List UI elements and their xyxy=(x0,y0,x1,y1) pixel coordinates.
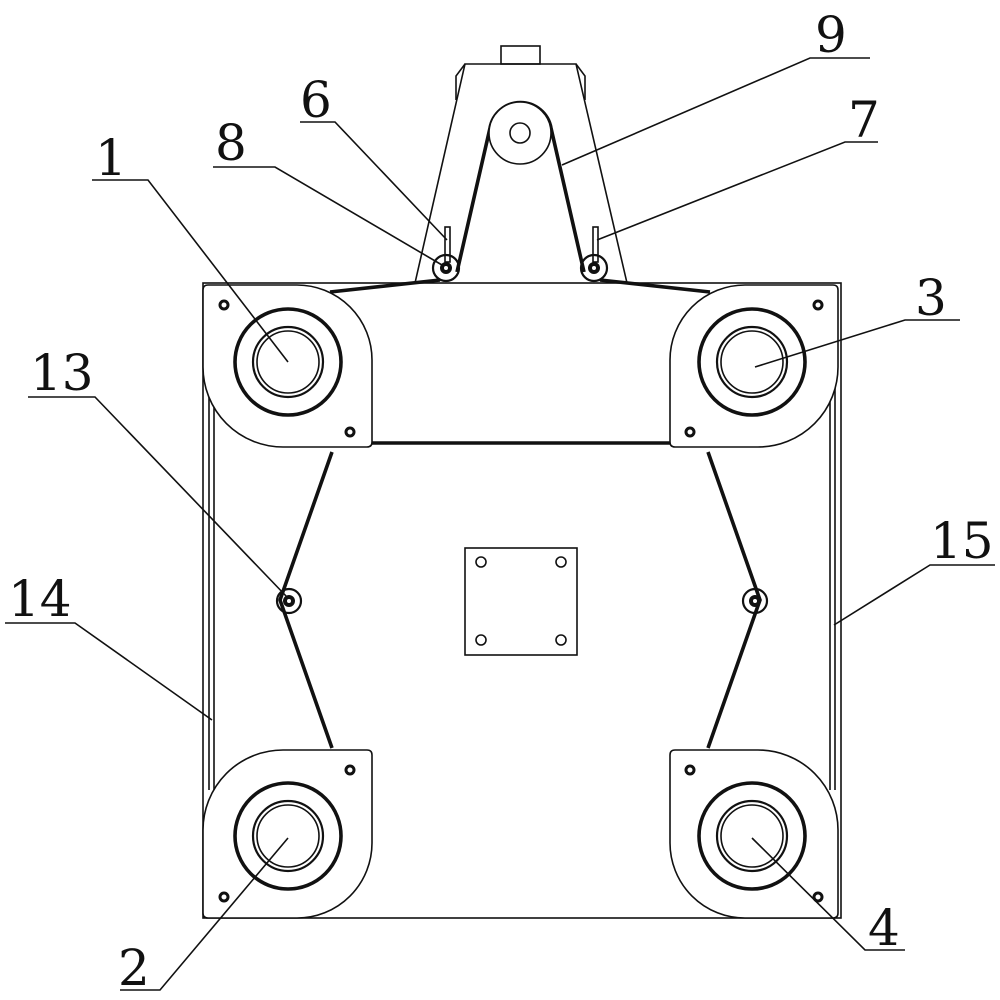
label-2: 2 xyxy=(118,939,150,997)
label-1: 1 xyxy=(95,129,127,187)
label-8: 8 xyxy=(215,114,247,172)
reel-module-2 xyxy=(202,749,373,919)
label-14: 14 xyxy=(8,570,72,628)
bracket-chamfer xyxy=(455,63,586,100)
reel-module-1 xyxy=(202,284,373,448)
main-plate xyxy=(202,282,842,919)
mounting-holes xyxy=(218,299,824,903)
label-15: 15 xyxy=(930,512,994,570)
label-6: 6 xyxy=(300,71,332,129)
label-4: 4 xyxy=(868,899,900,957)
top-bracket xyxy=(414,45,628,284)
reel-module-3 xyxy=(669,284,839,448)
drive-pulley xyxy=(488,101,552,165)
roller-right xyxy=(579,253,609,283)
drive-pulley-hub xyxy=(509,122,531,144)
pin-7 xyxy=(592,226,599,263)
label-9: 9 xyxy=(815,6,847,64)
right-rail xyxy=(829,380,836,790)
bracket-stub xyxy=(500,45,541,65)
idler-right xyxy=(741,587,769,615)
center-mount-plate xyxy=(464,547,578,656)
leader-lines xyxy=(5,57,995,991)
label-3: 3 xyxy=(915,269,947,327)
label-7: 7 xyxy=(848,91,880,149)
roller-8-left xyxy=(431,253,461,283)
reel-module-4 xyxy=(669,749,839,919)
left-rail xyxy=(208,380,215,790)
label-13: 13 xyxy=(30,344,94,402)
pin-6 xyxy=(444,226,451,263)
idler-13-left xyxy=(275,587,303,615)
bracket-body xyxy=(414,63,628,284)
